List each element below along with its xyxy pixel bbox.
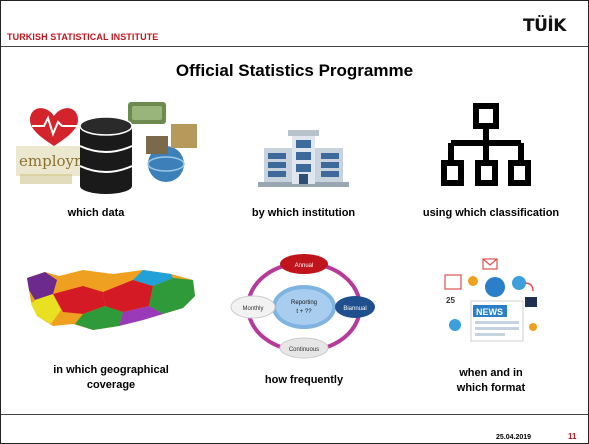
caption-which-institution: by which institution [251, 207, 356, 219]
footer-separator [1, 414, 588, 415]
data-collage-icon: employment [16, 102, 197, 194]
organization-name: TURKISH STATISTICAL INSTITUTE [7, 32, 159, 42]
header-separator [1, 46, 588, 47]
footer-date: 25.04.2019 [496, 434, 532, 441]
caption-when-line2: which format [456, 382, 526, 394]
news-label: NEWS [476, 307, 503, 317]
caption-how-frequently: how frequently [264, 374, 344, 386]
slide-title: Official Statistics Programme [175, 61, 414, 80]
caption-which-classification: using which classification [422, 207, 560, 219]
hierarchy-icon [441, 103, 531, 186]
building-icon [258, 130, 349, 187]
tuik-logo: TÜİK [523, 16, 566, 36]
cycle-label-continuous: Continuous [289, 347, 319, 353]
caption-which-data: which data [67, 207, 125, 219]
caption-geographical-line2: coverage [86, 379, 136, 391]
caption-geographical-coverage: in which geographical coverage [26, 363, 196, 393]
news-day-number: 25 [446, 296, 455, 305]
cycle-center-line1: Reporting [291, 300, 317, 306]
cycle-label-biannual: Biannual [343, 306, 366, 312]
news-media-icon: 25 NEWS [444, 258, 537, 342]
cycle-label-monthly: Monthly [242, 306, 263, 312]
caption-when-format: when and in which format [416, 366, 566, 396]
turkey-map-icon [27, 270, 195, 330]
frequency-cycle-icon: Annual Monthly Biannual Continuous Repor… [230, 254, 375, 359]
cycle-center-line2: t + ?? [296, 309, 312, 315]
caption-when-line1: when and in [459, 367, 523, 379]
page-number: 11 [568, 432, 577, 441]
caption-geographical-line1: in which geographical [53, 364, 169, 376]
cycle-label-annual: Annual [295, 263, 314, 269]
